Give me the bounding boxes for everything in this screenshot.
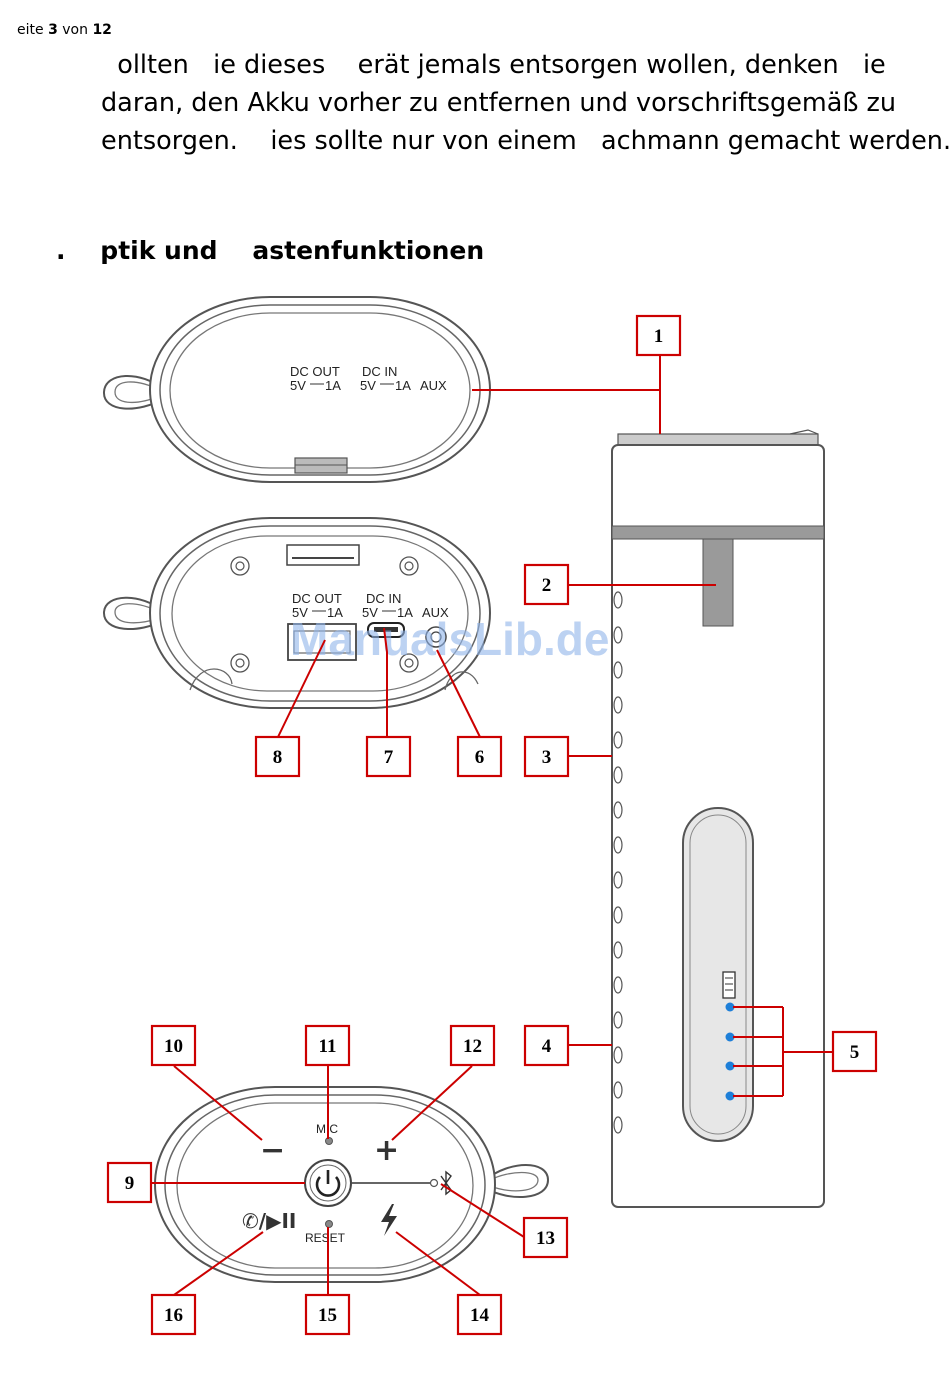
top-dc-in-label: DC IN [362,364,397,379]
body-band [611,525,825,540]
callout-10: 10 [150,1024,197,1067]
intro-line: entsorgen. ies sollte nur von einem achm… [101,126,950,156]
top-aux-label: AUX [420,378,447,393]
callout-1: 1 [635,314,682,357]
page-number: 3 [48,22,58,38]
battery-led [725,1061,735,1071]
callout-14: 14 [456,1293,503,1336]
power-icon [315,1176,341,1197]
control-panel-view: − + MIC ✆/▶II RESET [154,1086,550,1283]
intro-paragraph: ollten ie dieses erät jemals entsorgen w… [101,46,950,160]
lightning-icon [381,1204,397,1236]
top-view-open: DC OUT DC IN 5V 1A 5V 1A AUX [102,517,491,709]
battery-led [725,1091,735,1101]
bluetooth-led [429,1178,439,1188]
callout-number: 12 [463,1036,482,1057]
reset-hole [325,1220,333,1228]
callout-number: 16 [164,1305,183,1326]
section-title: . ptik und astenfunktionen [56,236,485,265]
screw-icon [230,556,250,576]
port-aux-label: AUX [422,605,449,620]
callout-11: 11 [304,1024,351,1067]
usb-port [287,623,357,661]
hanging-loop [102,375,166,410]
port-1a-label: 1A [327,605,343,620]
port-1a-label-2: 1A [397,605,413,620]
speaker-grille [613,591,623,1134]
screw-icon [230,653,250,673]
battery-icon [722,971,736,999]
callout-12: 12 [449,1024,496,1067]
port-cover-slot [286,544,360,566]
side-view [611,429,825,1208]
port-dc-in-label: DC IN [366,591,401,606]
port-5v-label-2: 5V [362,605,378,620]
hanging-loop [484,1164,550,1198]
callout-3: 3 [523,735,570,778]
callout-7: 7 [365,735,412,778]
callout-number: 13 [536,1228,555,1249]
bluetooth-icon [440,1170,452,1196]
hanging-loop [102,596,166,630]
callout-15: 15 [304,1293,351,1336]
callout-number: 1 [654,326,664,347]
callout-number: 8 [273,747,283,768]
callout-number: 7 [384,747,394,768]
callout-16: 16 [150,1293,197,1336]
battery-led [725,1002,735,1012]
callout-number: 6 [475,747,485,768]
volume-down-icon: − [260,1133,285,1168]
callout-lines [152,355,833,1296]
callout-number: 4 [542,1036,552,1057]
top-1a-label: 1A [325,378,341,393]
volume-up-icon: + [374,1133,399,1168]
top-5v-label: 5V [290,378,306,393]
hanging-loop-inner [114,381,161,403]
callout-number: 10 [164,1036,183,1057]
intro-line: daran, den Akku vorher zu entfernen und … [101,88,897,118]
callout-number: 14 [470,1305,490,1326]
callout-9: 9 [106,1161,153,1204]
callout-5: 5 [831,1030,878,1073]
callout-number: 3 [542,747,552,768]
top-view-closed: DC OUT DC IN 5V 1A 5V 1A AUX [102,296,491,483]
top-1a-label-2: 1A [395,378,411,393]
intro-line: ollten ie dieses erät jemals entsorgen w… [101,50,886,80]
callout-2: 2 [523,563,570,606]
call-play-pause-icon: ✆/▶II [242,1209,296,1233]
led-panel [682,807,754,1142]
callout-number: 11 [319,1036,337,1057]
top-dc-out-label: DC OUT [290,364,340,379]
header-middle: von [57,22,93,38]
port-dc-out-label: DC OUT [292,591,342,606]
callout-13: 13 [522,1216,569,1259]
callout-number: 9 [125,1173,135,1194]
battery-led [725,1032,735,1042]
strap-mount [702,538,734,627]
callout-number: 15 [318,1305,337,1326]
port-5v-label: 5V [292,605,308,620]
callout-number: 2 [542,575,552,596]
page-header: eite 3 von 12 [17,22,112,38]
callout-4: 4 [523,1024,570,1067]
callout-number: 5 [850,1042,860,1063]
header-prefix: eite [17,22,49,38]
watermark: ManualsLib.de [290,613,609,665]
callout-6: 6 [456,735,503,778]
screw-icon [399,556,419,576]
aux-jack [425,626,447,648]
top-5v-label-2: 5V [360,378,376,393]
page-total: 12 [92,22,112,38]
callout-8: 8 [254,735,301,778]
reset-label: RESET [305,1231,346,1245]
screw-icon [399,653,419,673]
